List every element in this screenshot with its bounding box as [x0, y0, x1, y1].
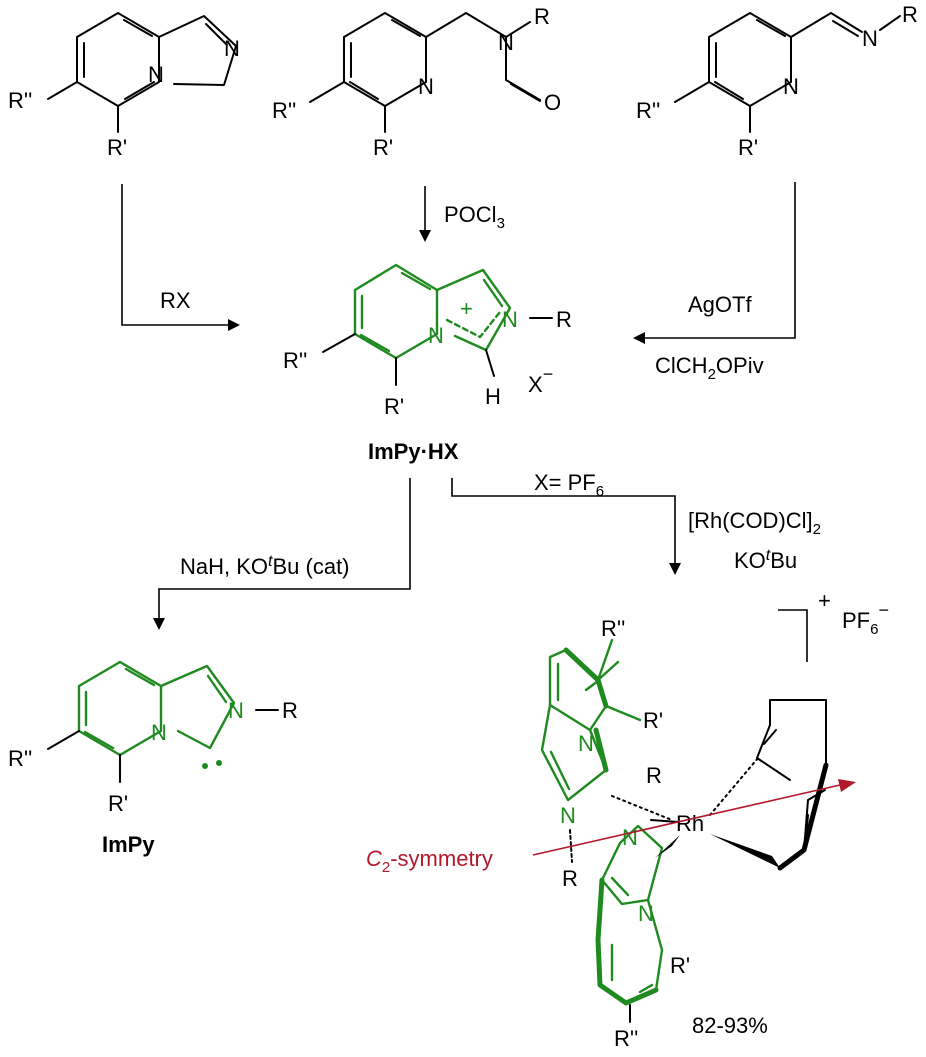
substituent-r1: R' [384, 394, 404, 419]
substituent-r: R [282, 698, 298, 723]
substituent-r: R [556, 307, 572, 332]
atom-n-pyridine: N [783, 74, 799, 99]
substituent-r2: R'' [8, 88, 32, 113]
substituent-r1: R' [107, 135, 127, 160]
arrow-deprotonation: NaH, KOtBu (cat) [153, 478, 411, 630]
atom-n-upper-bridge: N [578, 731, 594, 756]
substituent-r2: R'' [8, 746, 32, 771]
substituent-r2-upper: R'' [601, 616, 625, 641]
carbene-lone-pair [202, 763, 208, 769]
reagent-kobu: KOtBu [734, 547, 797, 573]
atom-n-bridge: N [151, 720, 167, 745]
counter-anion: X− [528, 364, 553, 397]
charge-plus: + [460, 296, 473, 321]
arrow-rx: RX [121, 184, 240, 331]
substituent-r1: R' [373, 135, 393, 160]
imidazolium-salt: N N + R H X− R'' R' ImPy·HX [283, 263, 572, 464]
reagent-clch2opiv: ClCH2OPiv [655, 353, 764, 383]
atom-n-pyridine: N [418, 74, 434, 99]
charge-plus: + [818, 588, 831, 613]
substituent-r2: R'' [636, 98, 660, 123]
atom-n-bridge: N [148, 62, 164, 87]
substituent-r2-lower: R'' [614, 1026, 638, 1051]
substituent-r1: R' [108, 791, 128, 816]
substituent-r: R [902, 2, 918, 27]
precursor-formamide: N N R O R'' R' [272, 4, 561, 160]
precursor-imidazopyridine: N N R'' R' [8, 12, 240, 160]
symmetry-label: C2-symmetry [366, 846, 493, 876]
atom-n-ring: N [228, 698, 244, 723]
substituent-r2: R'' [272, 98, 296, 123]
compound-label-carbene: ImPy [102, 832, 155, 857]
free-carbene: N N R R'' R' ImPy [8, 660, 298, 857]
arrow-metalation: X= PF6 [Rh(COD)Cl]2 KOtBu [451, 470, 821, 575]
atom-n-lower-ring: N [622, 825, 638, 850]
substituent-r2: R'' [283, 348, 307, 373]
metal-rh: Rh [676, 811, 704, 836]
substituent-r-upper: R [646, 763, 662, 788]
atom-n-amide: N [498, 30, 514, 55]
carbene-lone-pair [216, 760, 222, 766]
arrow-agotf: AgOTf ClCH2OPiv [633, 182, 796, 383]
substituent-r1-upper: R' [643, 708, 663, 733]
atom-o: O [544, 90, 561, 115]
arrow-pocl3: POCl3 [419, 186, 505, 242]
substituent-r1-lower: R' [670, 953, 690, 978]
atom-n-upper-ring: N [560, 803, 576, 828]
yield-label: 82-93% [692, 1013, 768, 1038]
rhodium-complex: + PF6− N N R'' R' R R Rh N N R' R'' [366, 588, 889, 1051]
atom-h: H [485, 384, 501, 409]
precursor-imine: N N R R'' R' [636, 2, 918, 160]
reagent-nah: NaH, KOtBu (cat) [180, 553, 350, 579]
substituent-r1: R' [738, 135, 758, 160]
compound-label-salt: ImPy·HX [368, 439, 459, 464]
reagent-pocl3: POCl3 [444, 202, 505, 232]
reagent-agotf: AgOTf [688, 292, 752, 317]
substituent-r-lower: R [562, 866, 578, 891]
atom-n-lower-bridge: N [638, 901, 654, 926]
condition-x-pf6: X= PF6 [534, 470, 604, 500]
atom-n-bridge: N [428, 323, 444, 348]
reagent-rx: RX [160, 288, 191, 313]
atom-n-ring: N [224, 36, 240, 61]
counter-anion-pf6: PF6− [842, 600, 889, 638]
reagent-rh-cod: [Rh(COD)Cl]2 [688, 508, 821, 538]
substituent-r: R [534, 4, 550, 29]
atom-n-ring: N [502, 307, 518, 332]
atom-n-imine: N [862, 26, 878, 51]
